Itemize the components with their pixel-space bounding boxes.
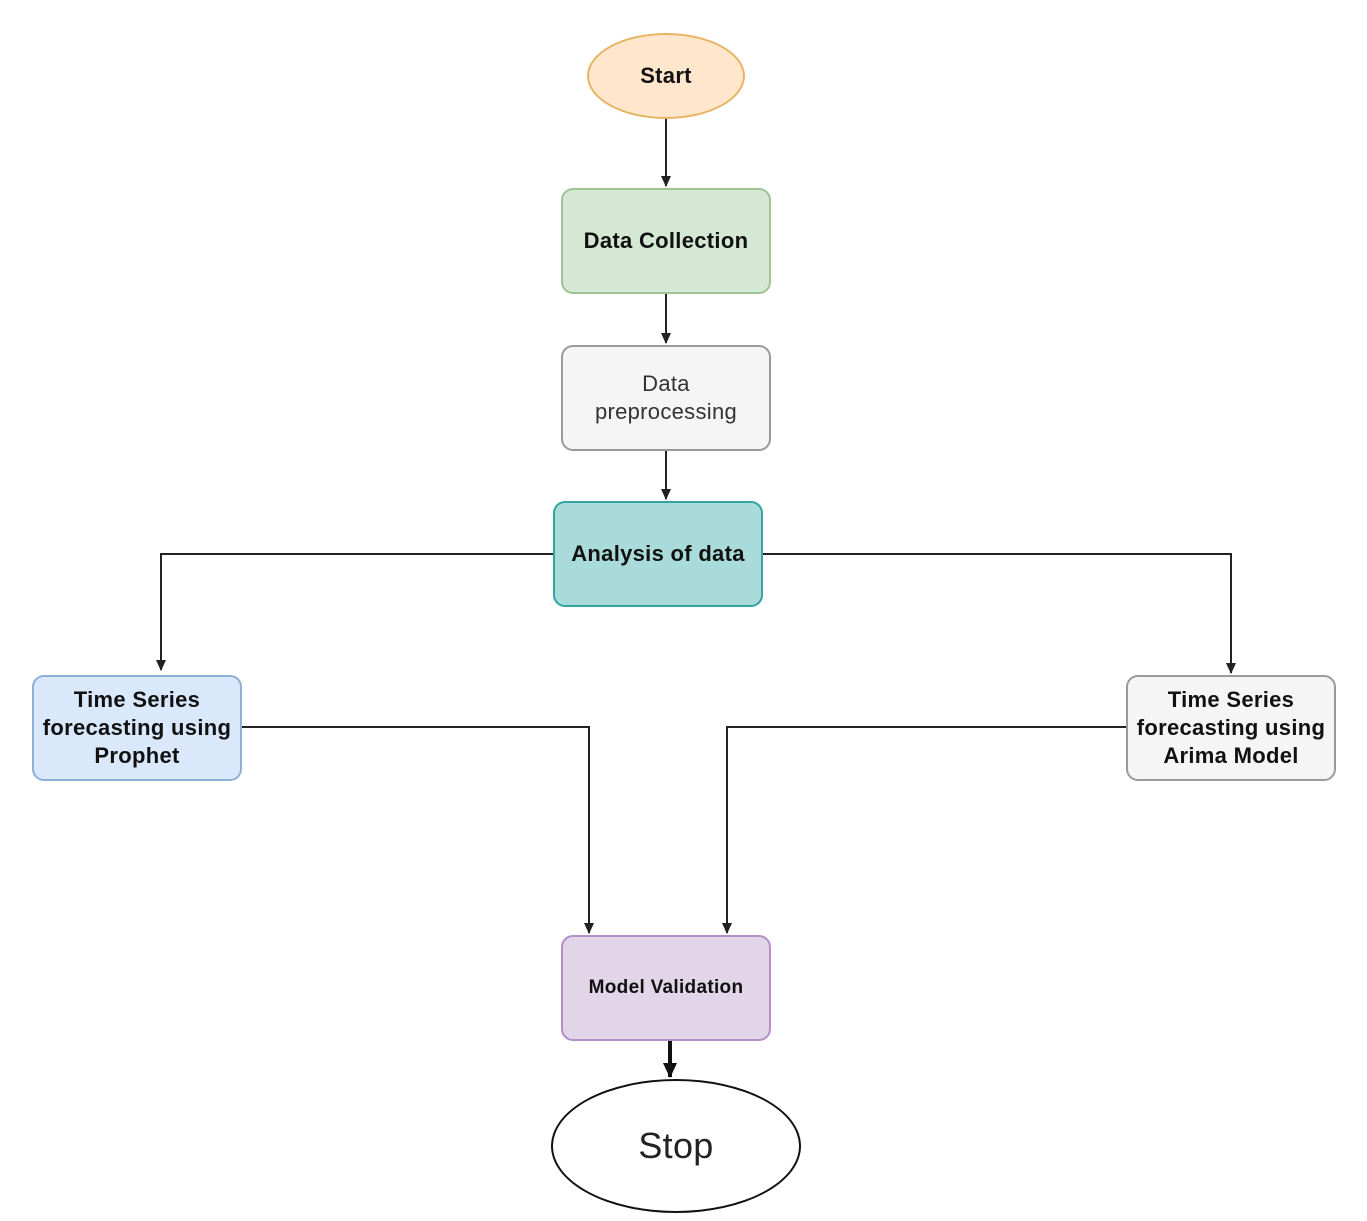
arima-forecasting-node: Time Series forecasting using Arima Mode… (1126, 675, 1336, 781)
analysis-of-data-node: Analysis of data (553, 501, 763, 607)
start-node: Start (587, 33, 745, 119)
data-collection-label: Data Collection (583, 228, 749, 253)
edge-prophet-to-validation (242, 726, 594, 934)
stop-label: Stop (638, 1125, 714, 1166)
data-preprocessing-label: Data preprocessing (594, 371, 738, 424)
stop-node: Stop (551, 1079, 801, 1213)
prophet-forecasting-node: Time Series forecasting using Prophet (32, 675, 242, 781)
edge-analysis-to-prophet (156, 553, 553, 671)
edge-analysis-to-arima (763, 553, 1236, 674)
model-validation-label: Model Validation (588, 977, 744, 998)
prophet-forecasting-label: Time Series forecasting using Prophet (42, 687, 232, 768)
data-collection-node: Data Collection (561, 188, 771, 294)
edge-arima-to-validation (722, 726, 1126, 934)
data-preprocessing-node: Data preprocessing (561, 345, 771, 451)
start-label: Start (640, 63, 692, 88)
model-validation-node: Model Validation (561, 935, 771, 1041)
analysis-of-data-label: Analysis of data (571, 541, 745, 566)
arima-forecasting-label: Time Series forecasting using Arima Mode… (1136, 687, 1326, 768)
